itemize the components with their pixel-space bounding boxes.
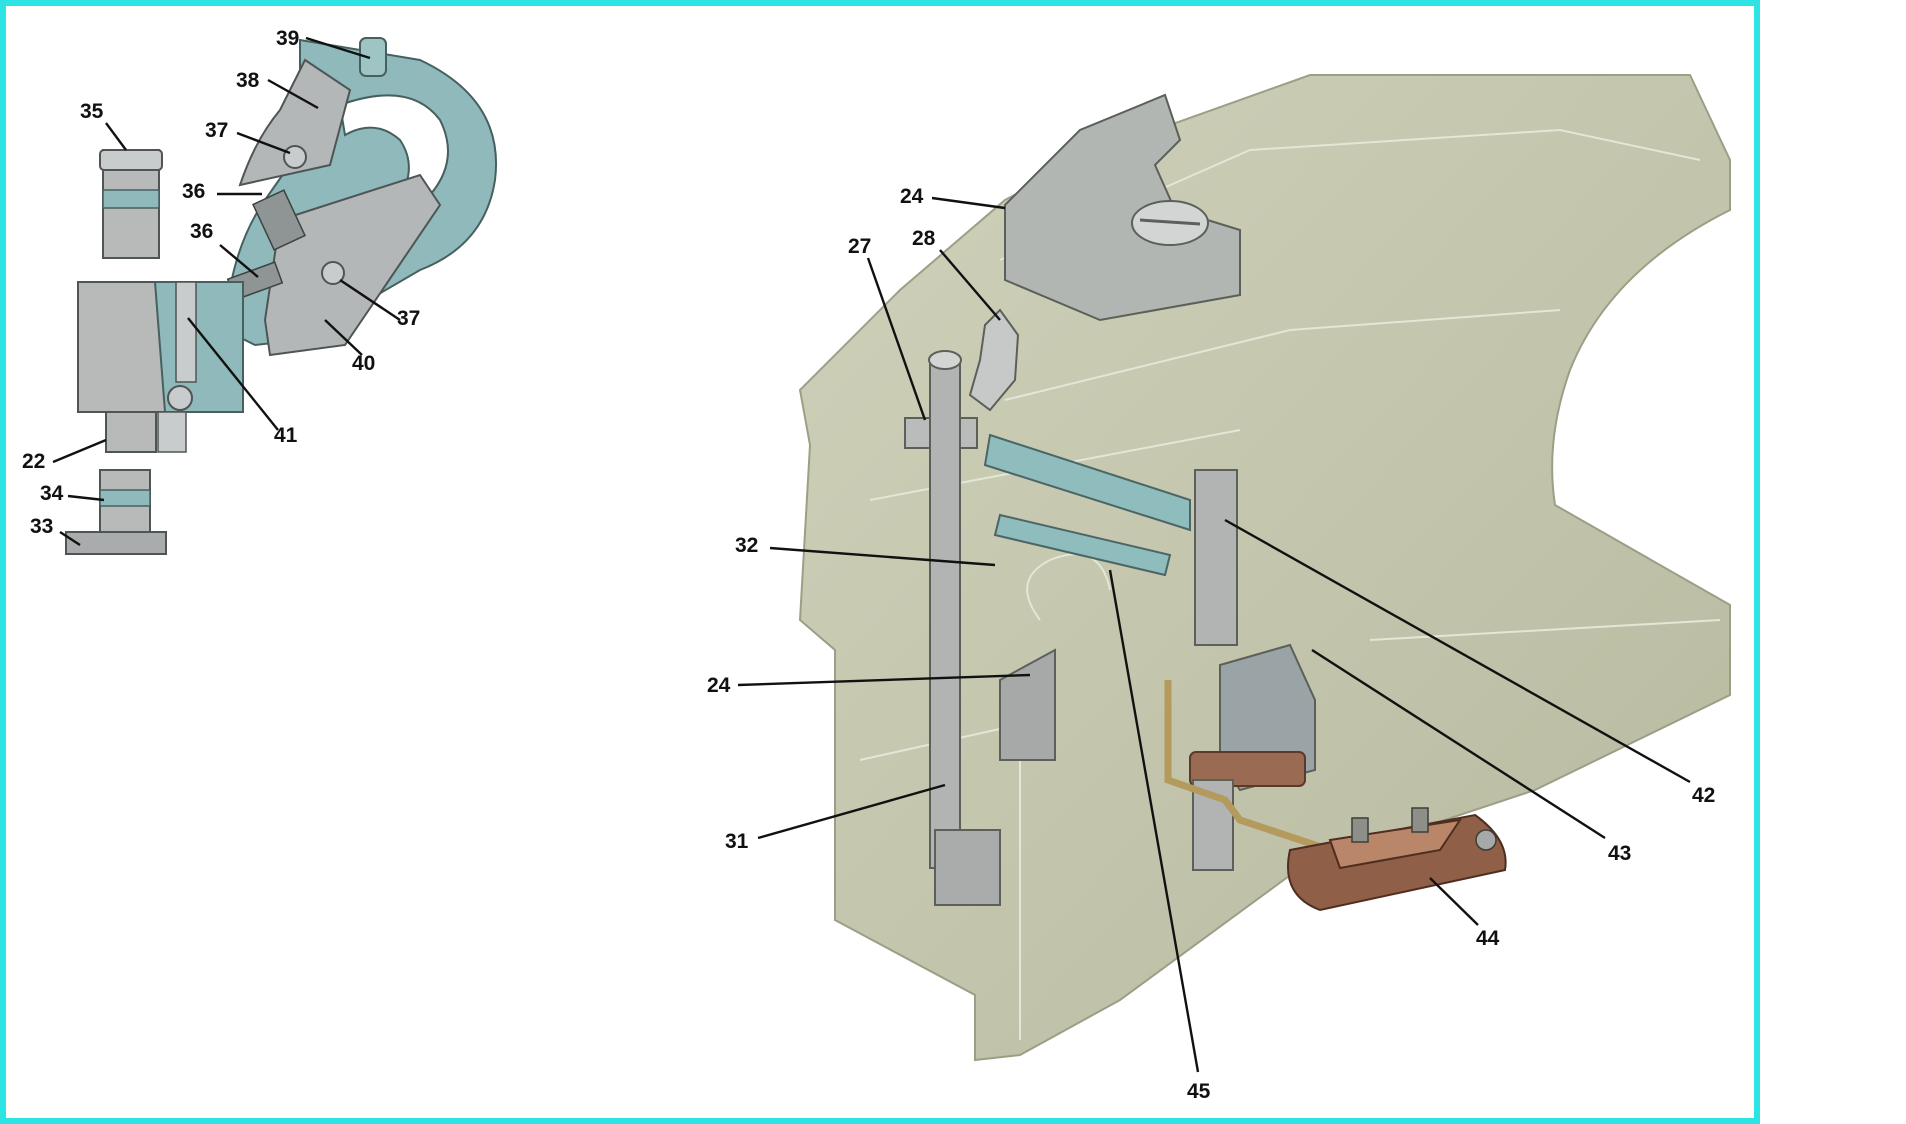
lever-28 (968, 308, 1020, 412)
pivot-pin-upper (283, 145, 307, 169)
callout-27: 27 (848, 235, 871, 258)
inner-block-24 (999, 648, 1056, 761)
shaft-top-cap (99, 149, 163, 171)
rod-31 (929, 357, 961, 869)
terminal-screw-1 (1351, 817, 1369, 843)
leader-42 (1224, 518, 1691, 784)
leader-37a (236, 131, 291, 155)
pivot-pin-lower (321, 261, 345, 285)
screw-slot (1139, 218, 1201, 226)
leader-45 (1108, 569, 1200, 1073)
leader-36b (219, 244, 259, 278)
lower-jaw (263, 173, 442, 357)
callout-45: 45 (1187, 1080, 1211, 1103)
callout-43: 43 (1608, 842, 1631, 865)
leader-41 (187, 317, 279, 431)
leader-22 (52, 438, 107, 464)
left-detail-assembly (65, 37, 497, 555)
leader-37b (339, 279, 401, 321)
rod-31-foot (934, 829, 1001, 906)
leader-lines (52, 36, 1691, 1073)
callout-36: 36 (182, 180, 205, 203)
shaft-34-groove (99, 489, 151, 507)
spring-pin-41 (175, 281, 197, 383)
leader-38 (267, 78, 319, 110)
leader-35 (105, 122, 127, 151)
casting-body (798, 74, 1731, 1062)
callout-44: 44 (1476, 927, 1500, 950)
terminal-nut (1475, 829, 1497, 851)
callout-39: 39 (276, 27, 299, 50)
leader-39 (305, 36, 371, 60)
callout-36: 36 (190, 220, 213, 243)
terminal-plate-44 (1287, 813, 1507, 912)
upper-jaw (238, 58, 352, 187)
callout-32: 32 (735, 534, 758, 557)
callout-labels: 39 38 35 37 36 36 37 40 41 22 34 33 24 2… (22, 27, 1715, 1103)
callout-37: 37 (397, 307, 420, 330)
callout-24: 24 (900, 185, 924, 208)
leader-34 (67, 494, 105, 502)
leader-27 (866, 257, 927, 421)
callout-22: 22 (22, 450, 45, 473)
terminal-screw-2 (1411, 807, 1429, 833)
callout-35: 35 (80, 100, 104, 123)
leader-44 (1429, 877, 1479, 926)
leader-31 (757, 783, 946, 840)
body-blue-section (153, 281, 244, 413)
callout-28: 28 (912, 227, 936, 250)
leader-24a (931, 196, 1006, 210)
base-plate-33 (65, 531, 167, 555)
callout-31: 31 (725, 830, 749, 853)
shaft-top-groove (102, 189, 160, 209)
leader-32 (769, 546, 996, 567)
shaft-22 (105, 411, 157, 453)
spring-upper (252, 189, 306, 251)
post-42 (1194, 469, 1238, 646)
callout-41: 41 (274, 424, 298, 447)
callout-40: 40 (352, 352, 375, 375)
leader-33 (59, 530, 81, 547)
small-pin-below (157, 411, 187, 453)
rod-31-top (928, 350, 962, 370)
callout-42: 42 (1692, 784, 1715, 807)
leader-43 (1311, 648, 1606, 840)
copper-contact (1189, 751, 1306, 787)
horizontal-blue-shaft (983, 433, 1191, 532)
callout-37: 37 (205, 119, 228, 142)
leader-28 (939, 249, 1001, 321)
leader-40 (324, 319, 363, 356)
callout-38: 38 (236, 69, 260, 92)
top-pin (359, 37, 387, 77)
lower-blue-bar (993, 513, 1172, 577)
slot-screw (167, 385, 193, 411)
callout-24: 24 (707, 674, 731, 697)
leader-24b (737, 673, 1031, 687)
right-main-assembly (798, 74, 1731, 1062)
callout-34: 34 (40, 482, 64, 505)
callout-33: 33 (30, 515, 53, 538)
